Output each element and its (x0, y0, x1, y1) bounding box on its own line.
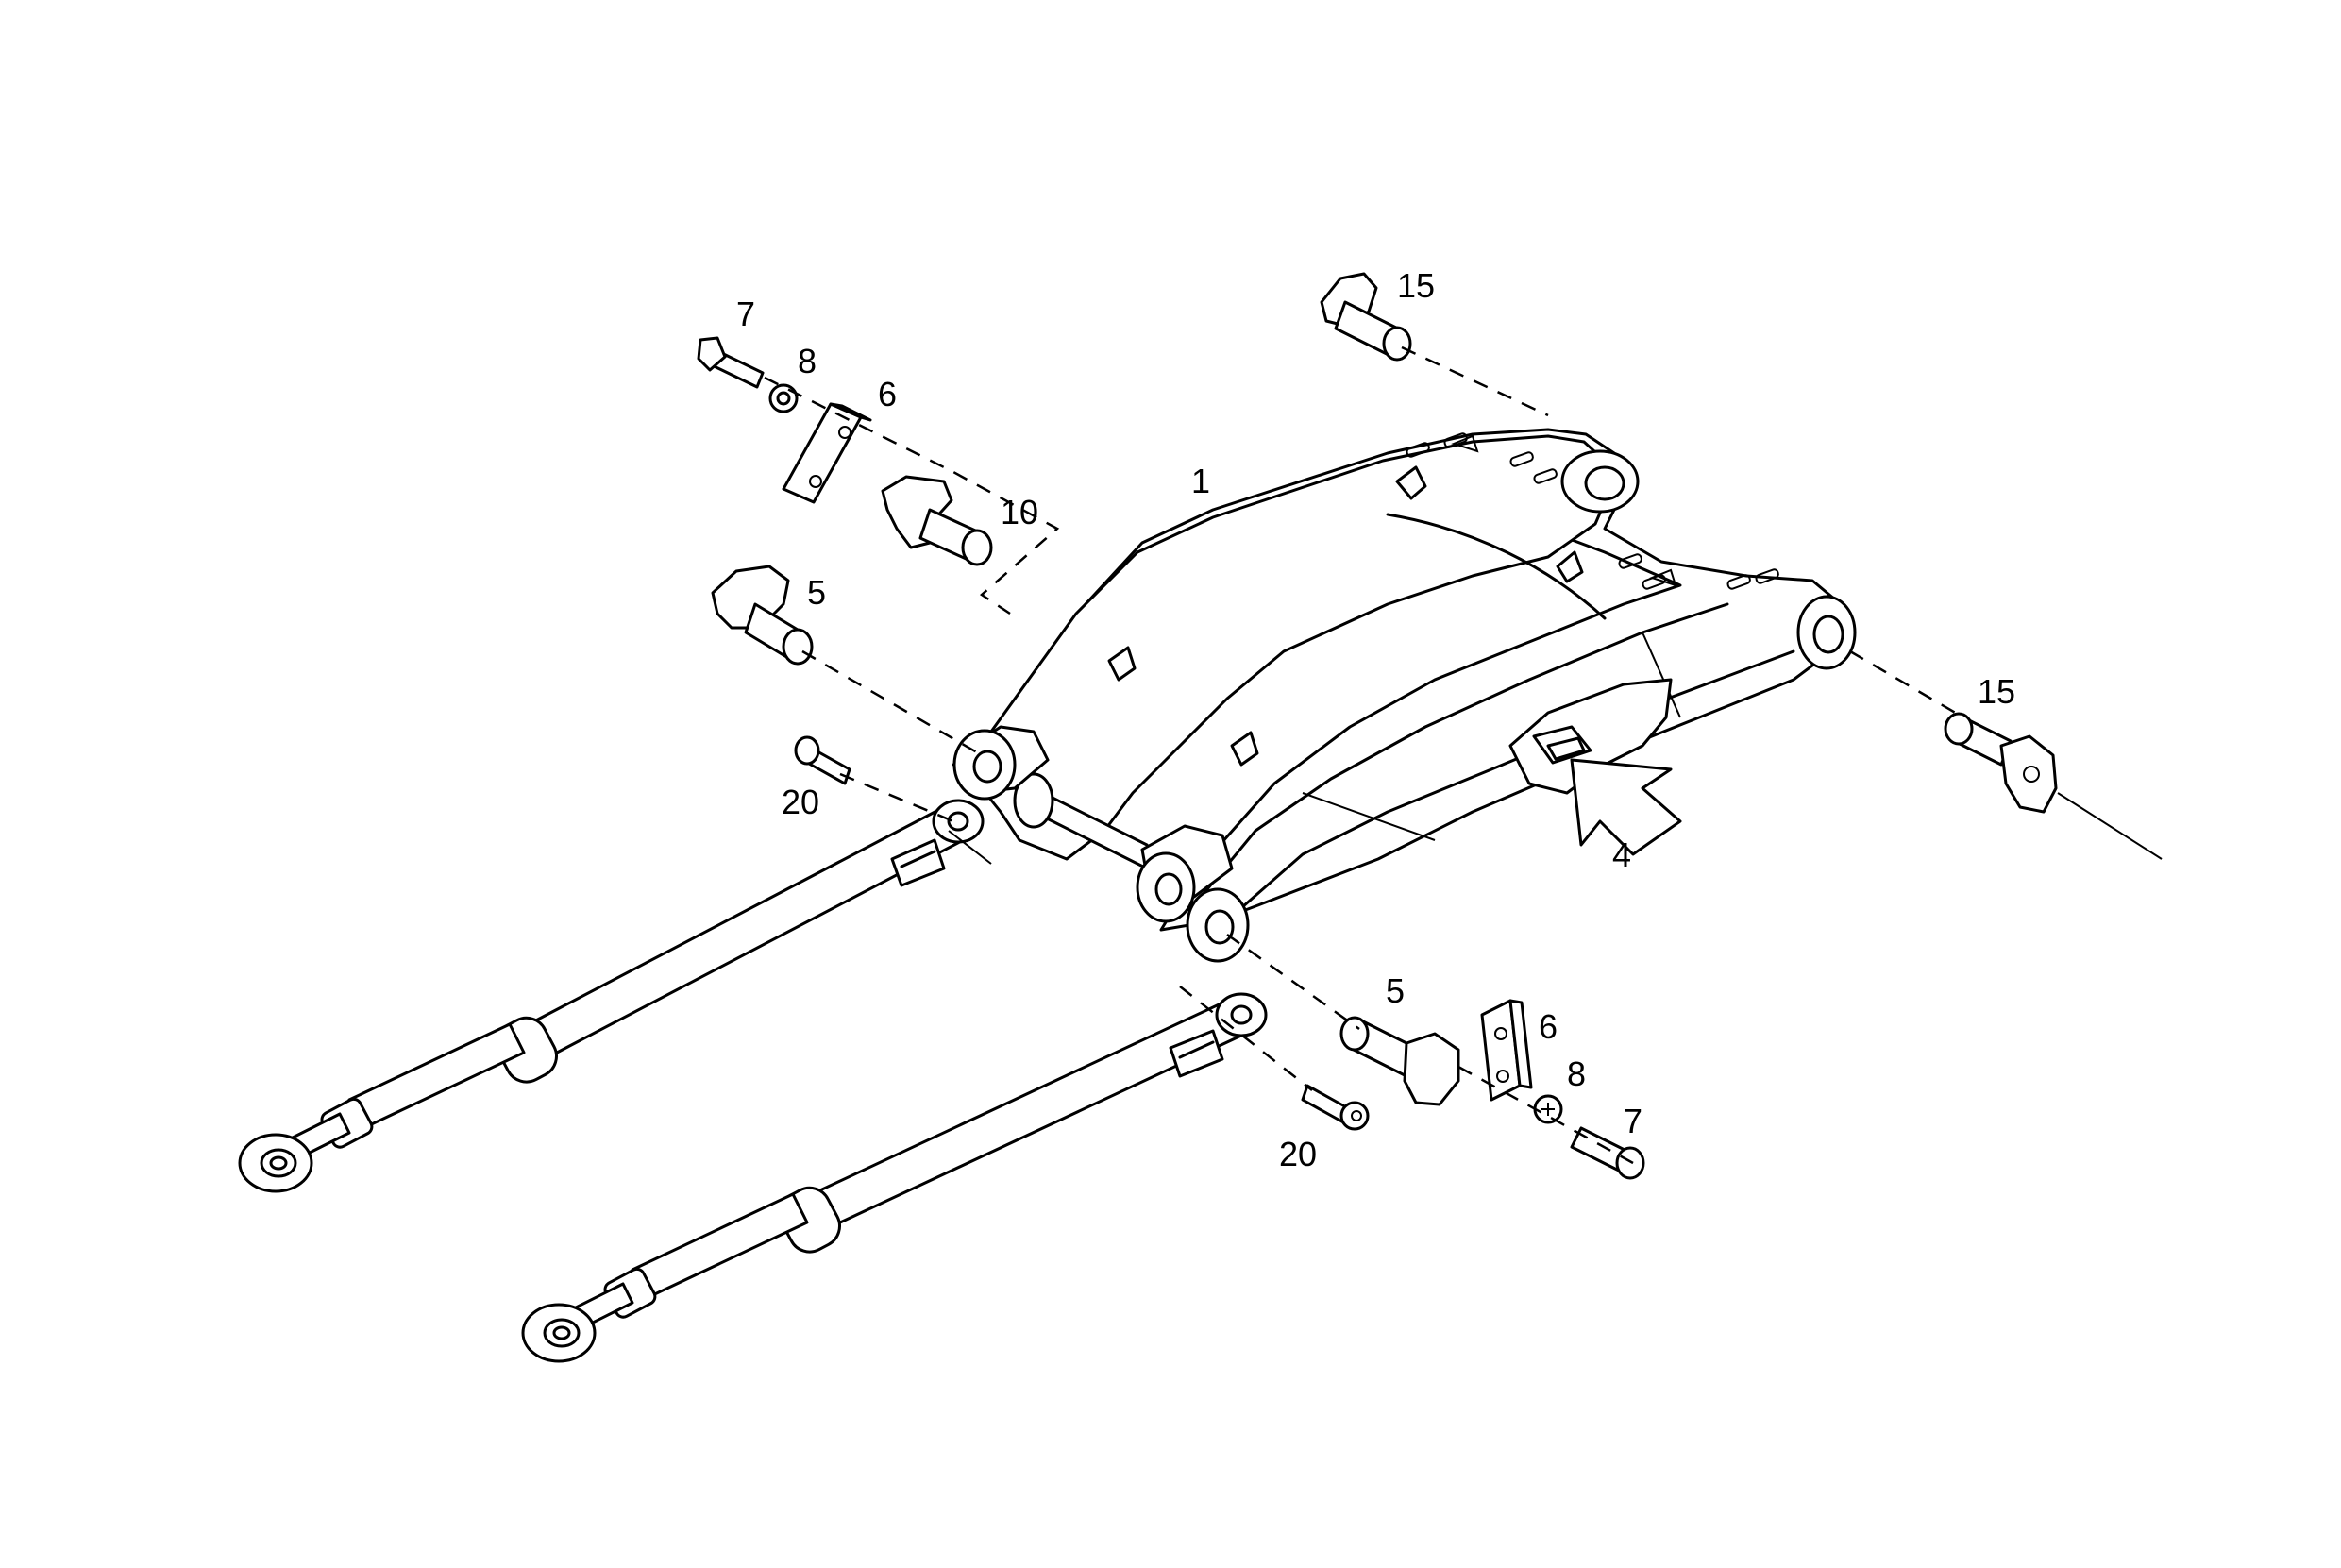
bolt-part-20-upper (794, 735, 851, 785)
callout-4: 4 (1612, 835, 1631, 874)
callout-1: 1 (1191, 462, 1210, 500)
bolt-part-20-lower (1301, 1084, 1370, 1131)
callout-5-left: 5 (807, 573, 826, 612)
callout-7-lower: 7 (1624, 1102, 1642, 1140)
plate-part-6-lower (1480, 999, 1533, 1102)
assembly-lines (764, 346, 2163, 1165)
callout-8-lower: 8 (1567, 1054, 1586, 1093)
pin-part-10 (881, 475, 993, 566)
callout-20-upper: 20 (782, 783, 819, 821)
callout-20-lower: 20 (1279, 1135, 1317, 1173)
pointer-arrow (1570, 758, 1682, 856)
callout-6-upper: 6 (878, 375, 897, 413)
side-lug (1230, 731, 1259, 767)
side-lug (1556, 550, 1584, 583)
top-plate-slots (1406, 432, 1779, 590)
pin-part-15-upper (1320, 272, 1412, 362)
pin-part-5-lower (1339, 1016, 1460, 1106)
side-lug (1395, 465, 1427, 500)
callout-labels: 1 4 5 5 6 6 7 7 8 8 10 15 15 20 20 (736, 266, 2015, 1173)
hydraulic-cylinder-upper (238, 799, 992, 1193)
bolt-part-7-upper (697, 336, 765, 389)
bolt-part-7-lower (1570, 1126, 1645, 1180)
pin-part-15-right (1944, 712, 2058, 814)
side-lug (1107, 646, 1137, 682)
washer-part-8-lower (1533, 1094, 1563, 1124)
washer-part-8-upper (768, 383, 799, 413)
boom-frame (952, 428, 1857, 963)
callout-10: 10 (1001, 493, 1038, 531)
hydraulic-cylinder-lower (521, 992, 1268, 1363)
bracket-part-4 (1508, 678, 1673, 795)
plate-part-6-upper (782, 402, 872, 504)
pin-part-5-left (711, 565, 814, 666)
callout-15-upper: 15 (1397, 266, 1435, 305)
callout-6-lower: 6 (1539, 1007, 1558, 1046)
callout-15-right: 15 (1978, 672, 2015, 711)
callout-8-upper: 8 (798, 342, 817, 380)
callout-5-lower: 5 (1386, 971, 1405, 1010)
callout-7-upper: 7 (736, 295, 755, 333)
